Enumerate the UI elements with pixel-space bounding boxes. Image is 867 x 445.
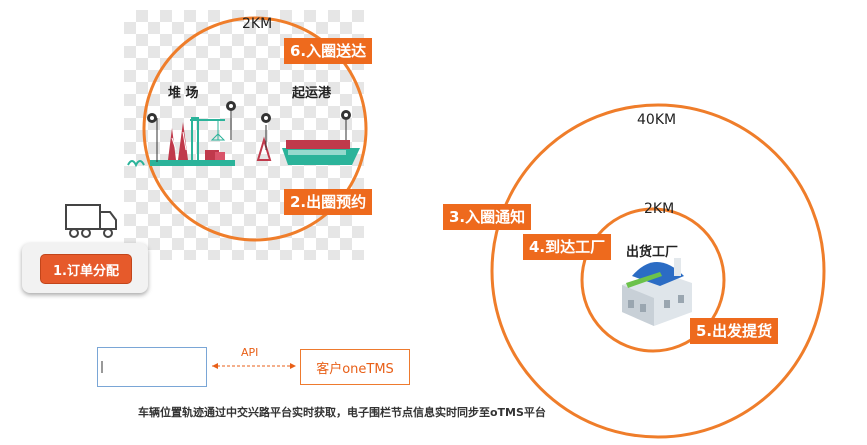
api-arrow xyxy=(212,363,296,369)
truck-icon xyxy=(65,204,117,238)
order-allocation-label: 1.订单分配 xyxy=(40,254,132,284)
tag-depart-pickup: 5.出发提货 xyxy=(690,318,779,344)
client-onetms-box: 客户oneTMS xyxy=(300,349,410,385)
left-fence-circle xyxy=(142,16,368,242)
yard-illustration xyxy=(127,101,236,168)
tag-arrive-factory: 4.到达工厂 xyxy=(523,234,612,260)
left-radius-label: 2KM xyxy=(242,16,273,32)
api-label: API xyxy=(241,346,259,359)
inner-fence-circle xyxy=(580,207,726,353)
text-cursor xyxy=(101,361,103,373)
yard-label: 堆 场 xyxy=(168,86,199,101)
factory-illustration xyxy=(622,258,692,326)
factory-label: 出货工厂 xyxy=(626,245,679,260)
order-allocation-button[interactable]: 1.订单分配 xyxy=(22,243,148,293)
tag-enter-notify: 3.入圈通知 xyxy=(443,204,532,230)
tag-exit-appointment: 2.出圈预约 xyxy=(284,189,373,215)
tag-enter-delivery: 6.入圈送达 xyxy=(284,38,373,64)
port-label: 起运港 xyxy=(292,86,332,101)
outer-radius-label: 40KM xyxy=(637,112,677,128)
port-illustration xyxy=(256,110,360,165)
outer-fence-circle xyxy=(490,103,826,439)
vehicle-platform-box xyxy=(97,347,207,387)
footnote: 车辆位置轨迹通过中交兴路平台实时获取，电子围栏节点信息实时同步至oTMS平台 xyxy=(138,406,546,419)
inner-radius-label: 2KM xyxy=(644,201,675,217)
